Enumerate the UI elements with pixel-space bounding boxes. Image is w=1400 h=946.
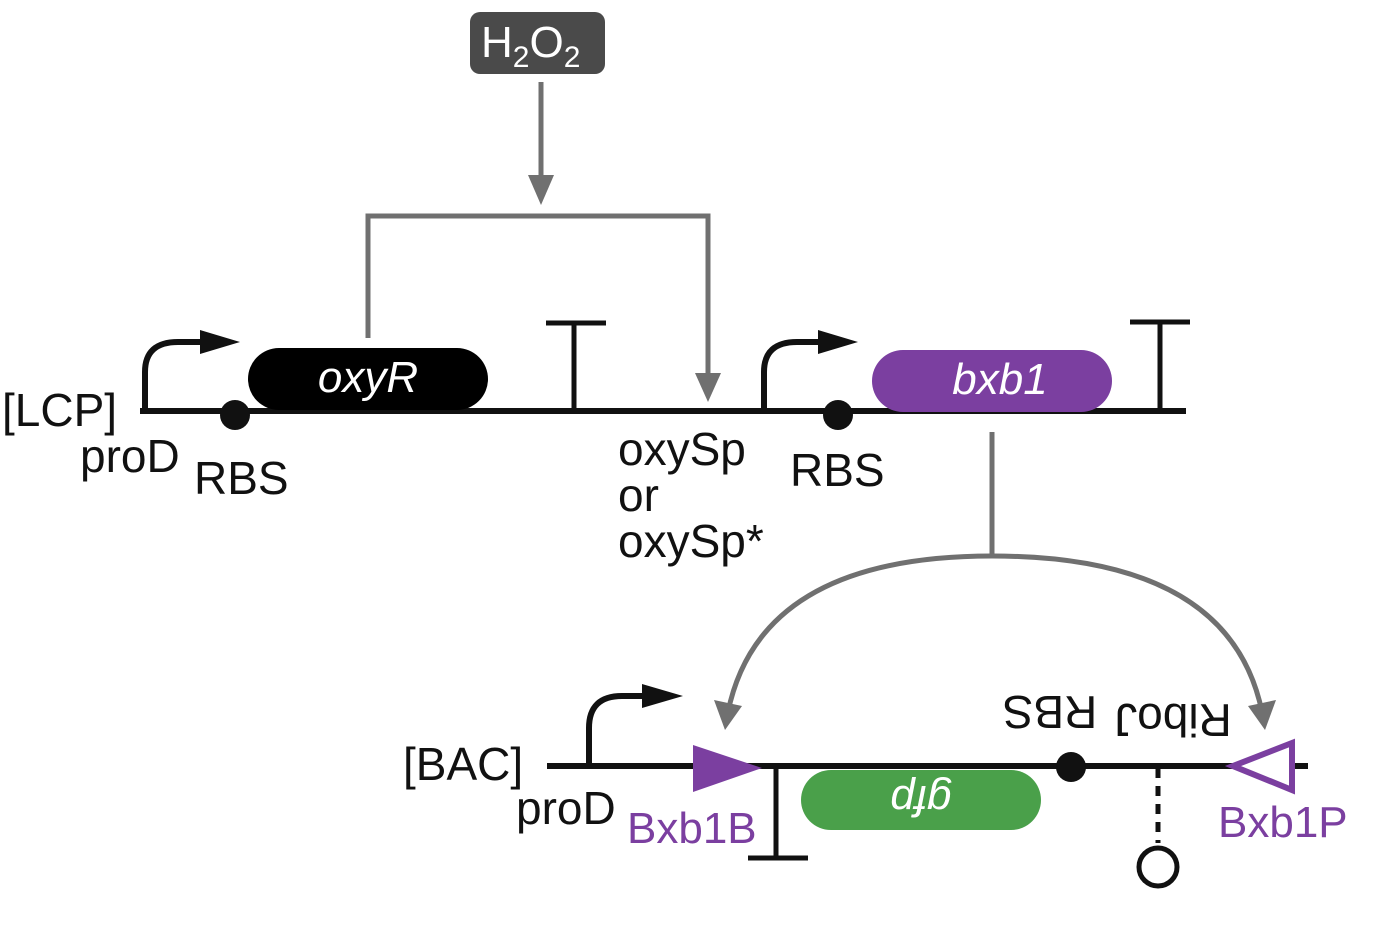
bac-terminator-icon [748,768,808,861]
h2o2-label: H2O2 [481,18,580,74]
lcp-terminator2-icon [1130,319,1190,411]
lcp-terminator1-icon [546,320,606,411]
h2o2-box [470,12,605,74]
bxb1-gene-label: bxb1 [952,355,1047,404]
riboj-insulator-icon [1136,768,1180,889]
oxyr-gene-label: oxyR [318,353,418,402]
bxb1b-label: Bxb1B [627,804,757,853]
oxyr-gene [248,348,488,410]
h2o2-activation-arrow [528,82,554,205]
oxysp-label: oxySp [618,423,746,475]
bac-rbs-icon [1056,752,1086,782]
lcp-rbs2-label: RBS [790,444,885,496]
lcp-prod-promoter-icon [142,330,240,411]
oxyr-regulation-bracket [365,213,721,402]
lcp-rbs1-label: RBS [194,452,289,504]
bxb1-gene [872,350,1112,412]
lcp-prod-label: proD [80,430,180,482]
bac-construct: gfp [BAC] proD Bxb1B RBS RiboJ Bxb1P [403,684,1348,889]
bac-label: [BAC] [403,738,523,790]
gfp-gene [801,770,1041,830]
oxysp-or-label: or [618,469,659,521]
riboj-label: RiboJ [1114,694,1232,746]
bac-prod-promoter-icon [586,684,683,766]
lcp-label: [LCP] [2,384,117,436]
h2o2-inducer: H2O2 [470,12,605,74]
oxysp-star-label: oxySp* [618,515,764,567]
bac-rbs-label: RBS [1003,686,1098,738]
lcp-construct: oxyR bxb1 [LCP] proD RBS oxySp or oxySp*… [2,319,1190,567]
lcp-rbs2-icon [823,400,853,430]
bxb1p-site-icon [1224,738,1295,795]
bxb1-recombination-arrow [714,432,1276,730]
lcp-oxysp-promoter-icon [761,330,858,411]
bxb1b-site-icon [693,745,762,792]
gfp-gene-label: gfp [890,776,951,825]
bac-prod-label: proD [516,782,616,834]
lcp-rbs1-icon [220,400,250,430]
bxb1p-label: Bxb1P [1218,798,1348,847]
